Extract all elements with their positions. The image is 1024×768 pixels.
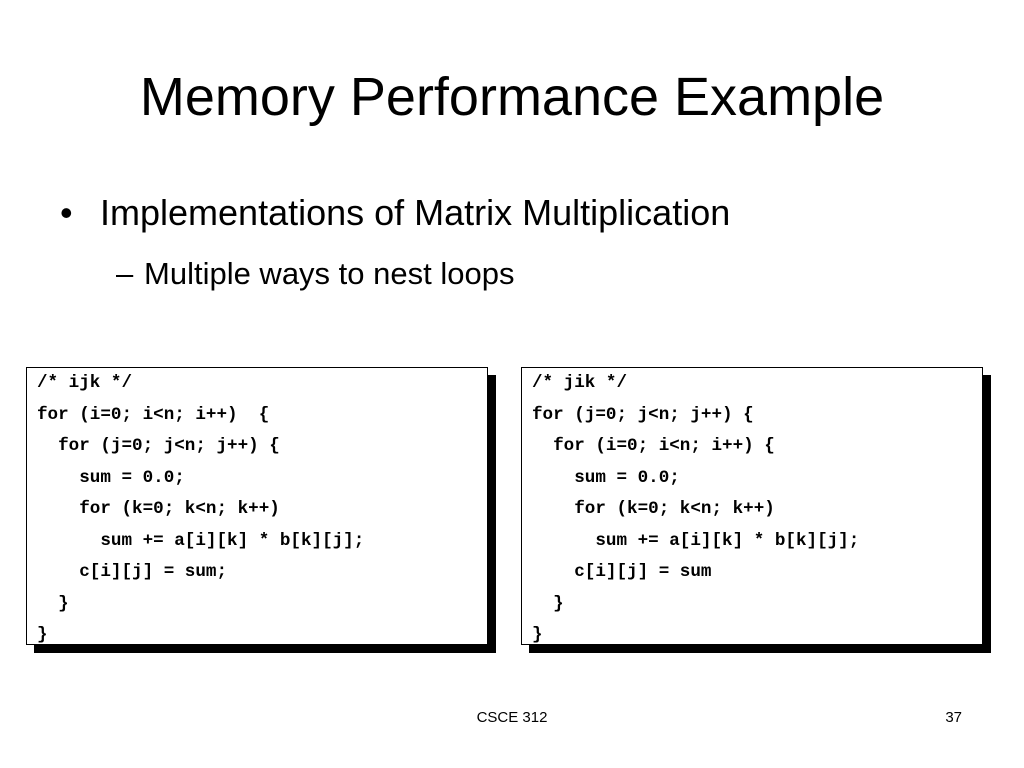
code-line: sum += a[i][k] * b[k][j]; xyxy=(532,530,860,551)
code-line: /* jik */ xyxy=(532,373,628,393)
code-line: for (k=0; k<n; k++) xyxy=(37,499,280,519)
code-line: sum = 0.0; xyxy=(532,467,680,488)
bullet-marker: • xyxy=(60,192,73,233)
footer-course: CSCE 312 xyxy=(476,709,548,726)
code-line: for (j=0; j<n; j++) { xyxy=(37,436,280,456)
code-line: for (j=0; j<n; j++) { xyxy=(532,404,754,425)
code-line: } xyxy=(37,625,48,645)
code-line: sum = 0.0; xyxy=(37,467,185,488)
code-line: c[i][j] = sum xyxy=(532,562,712,582)
code-line: for (i=0; i<n; i++) { xyxy=(37,404,270,425)
code-line: /* ijk */ xyxy=(37,373,133,393)
code-line: for (k=0; k<n; k++) xyxy=(532,499,775,519)
sub-bullet-text: Multiple ways to nest loops xyxy=(144,256,515,291)
bullet-item: • Implementations of Matrix Multiplicatio… xyxy=(60,188,730,238)
code-line: sum += a[i][k] * b[k][j]; xyxy=(37,530,365,551)
code-line: for (i=0; i<n; i++) { xyxy=(532,436,775,456)
bullet-text: Implementations of Matrix Multiplication xyxy=(100,192,731,233)
slide-title: Memory Performance Example xyxy=(139,67,885,127)
code-line: } xyxy=(532,625,543,645)
sub-bullet-marker: – xyxy=(116,256,134,291)
code-block-ijk: /* ijk */ for (i=0; i<n; i++) { for (j=0… xyxy=(26,367,488,645)
code-line: c[i][j] = sum; xyxy=(37,562,228,582)
sub-bullet-item: –Multiple ways to nest loops xyxy=(116,252,514,296)
code-block-jik: /* jik */ for (j=0; j<n; j++) { for (i=0… xyxy=(521,367,983,645)
code-line: } xyxy=(37,593,69,614)
code-line: } xyxy=(532,593,564,614)
footer-page-number: 37 xyxy=(945,709,962,726)
